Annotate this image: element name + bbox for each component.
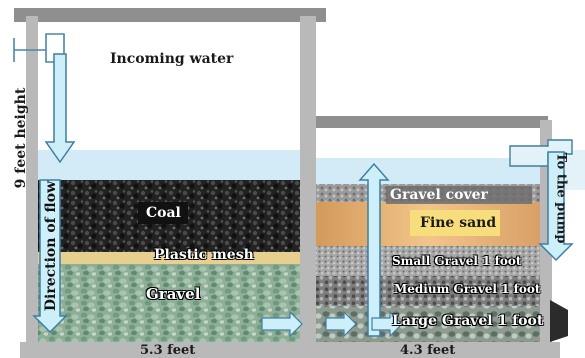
medium-gravel-layer	[316, 276, 540, 306]
right-water	[316, 158, 540, 184]
direction-of-flow-arrow	[32, 179, 68, 334]
incoming-arrow	[44, 53, 76, 164]
height-label: 9 feet height	[13, 87, 29, 189]
left-water	[38, 150, 300, 182]
fine-sand-label: Fine sand	[420, 215, 497, 231]
fine-sand-label-box	[410, 210, 500, 236]
plastic-mesh-layer	[38, 252, 300, 264]
plastic-mesh-label: Plastic mesh	[154, 247, 254, 263]
medium-gravel-label: Medium Gravel 1 foot	[394, 282, 541, 296]
right-tank-roof	[316, 116, 548, 128]
width-left-label: 5.3 feet	[140, 343, 196, 358]
drain-outlet	[550, 300, 568, 342]
gravel-cover-label-box	[386, 186, 532, 204]
outlet-pipe	[509, 139, 573, 167]
left-tank-left-wall	[26, 16, 38, 346]
horizontal-flow-arrow-2	[325, 310, 357, 338]
large-gravel-label: Large Gravel 1 foot	[392, 313, 544, 329]
direction-of-flow-label: Direction of flow	[43, 180, 59, 312]
small-gravel-layer	[316, 246, 540, 276]
right-tank-bottom-arrow	[371, 310, 403, 338]
gravel-cover-label: Gravel cover	[390, 187, 488, 203]
gravel-label: Gravel	[146, 285, 201, 303]
width-right-label: 4.3 feet	[400, 343, 456, 358]
incoming-pipe	[13, 33, 65, 63]
divider-wall	[300, 16, 316, 346]
to-pump-arrow	[538, 151, 574, 262]
tank-floor	[20, 342, 560, 358]
small-gravel-label: Small Gravel 1 foot	[392, 254, 522, 268]
to-the-pump-label: To the pump	[553, 152, 569, 244]
coal-label-box	[138, 202, 188, 224]
gravel-layer	[38, 264, 300, 342]
left-tank-roof	[14, 8, 326, 22]
horizontal-flow-arrow-1	[261, 310, 303, 338]
coal-label: Coal	[146, 205, 181, 221]
incoming-water-label: Incoming water	[110, 51, 234, 67]
right-tank-up-arrow	[358, 162, 390, 337]
